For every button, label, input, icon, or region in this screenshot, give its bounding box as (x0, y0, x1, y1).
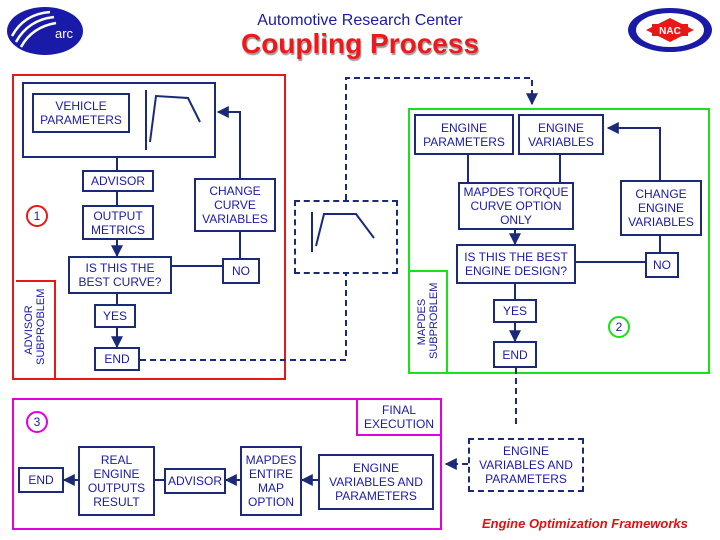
advisor-subproblem-frame (12, 74, 286, 380)
arc-logo-text: arc (55, 26, 74, 41)
arrow-change-to-vars (606, 122, 661, 180)
mapdes-end-box: END (493, 341, 537, 368)
advisor-subproblem-label: ADVISOR SUBPROBLEM (16, 280, 56, 378)
output-metrics-box: OUTPUT METRICS (82, 205, 154, 240)
final-end-box: END (18, 467, 64, 493)
vehicle-model-container (22, 82, 216, 158)
nac-logo: NAC (628, 8, 712, 52)
real-engine-outputs-box: REAL ENGINE OUTPUTS RESULT (78, 446, 155, 516)
dashed-curve-to-mapdes (345, 77, 538, 200)
advisor-end-box: END (94, 347, 140, 371)
nac-logo-text: NAC (659, 26, 681, 37)
step-1-marker: 1 (26, 205, 48, 227)
footer-caption: Engine Optimization Frameworks (482, 516, 688, 531)
engine-vars-params-transfer-box: ENGINE VARIABLES AND PARAMETERS (468, 438, 584, 492)
page-title: Coupling Process (240, 28, 480, 59)
org-name: Automotive Research Center (257, 12, 463, 29)
engine-variables-box: ENGINE VARIABLES (518, 114, 604, 155)
step-2-marker: 2 (608, 316, 630, 338)
step-3-marker: 3 (26, 411, 48, 433)
transfer-curve-sketch (315, 213, 375, 247)
arrow-change-to-chart (216, 106, 241, 178)
final-execution-frame (12, 398, 442, 530)
final-engine-vars-params-box: ENGINE VARIABLES AND PARAMETERS (318, 454, 434, 510)
change-engine-variables-box: CHANGE ENGINE VARIABLES (620, 180, 702, 236)
curve-transfer-box (294, 200, 398, 274)
mapdes-yes-box: YES (493, 299, 537, 323)
change-curve-variables-box: CHANGE CURVE VARIABLES (194, 178, 276, 232)
vehicle-curve-sketch (149, 94, 201, 143)
mapdes-subproblem-label: MAPDES SUBPROBLEM (410, 270, 448, 372)
final-execution-title: FINAL EXECUTION (356, 398, 442, 436)
advisor-box: ADVISOR (82, 170, 154, 192)
mapdes-torque-curve-box: MAPDES TORQUE CURVE OPTION ONLY (458, 182, 574, 230)
advisor-no-box: NO (222, 258, 260, 284)
best-engine-question: IS THIS THE BEST ENGINE DESIGN? (456, 244, 576, 284)
mapdes-subproblem-frame (408, 108, 710, 374)
engine-parameters-box: ENGINE PARAMETERS (414, 114, 514, 155)
mapdes-entire-map-box: MAPDES ENTIRE MAP OPTION (240, 446, 302, 516)
vehicle-parameters-box: VEHICLE PARAMETERS (32, 93, 130, 133)
mapdes-no-box: NO (645, 252, 679, 278)
dashed-end-to-curve (140, 274, 347, 361)
final-advisor-box: ADVISOR (164, 468, 226, 494)
advisor-yes-box: YES (94, 304, 136, 328)
arc-logo: arc (7, 7, 83, 55)
best-curve-question: IS THIS THE BEST CURVE? (68, 256, 172, 294)
